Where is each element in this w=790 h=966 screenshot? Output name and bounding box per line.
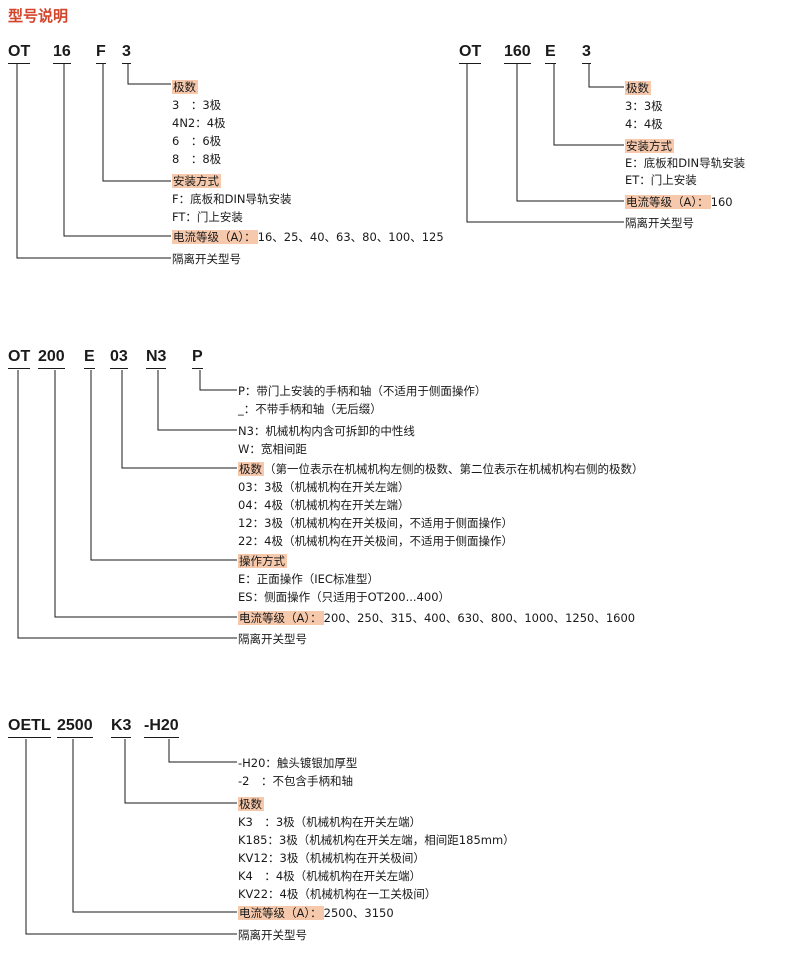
current-heading: 电流等级（A）： (625, 195, 711, 209)
mount-option: F：底板和DIN导轨安装 (172, 192, 292, 206)
mount-option: FT：门上安装 (172, 210, 243, 224)
poles-option: 3：3极 (625, 99, 663, 113)
current-values: 16、25、40、63、80、100、125 (257, 230, 444, 244)
poles-option: 4：4极 (625, 117, 663, 131)
poles-heading: 极数 (172, 80, 198, 94)
code-handle: P (192, 347, 203, 369)
code-poles: 3 (582, 42, 591, 64)
mount-heading: 安装方式 (172, 174, 221, 188)
switch-type-label: 隔离开关型号 (172, 252, 241, 266)
poles-option: 04：4极（机械机构在开关左端） (238, 498, 410, 512)
poles-option: K185：3极（机械机构在开关左端，相间距185mm） (238, 833, 515, 847)
poles-heading: 极数 (238, 462, 264, 476)
current-row: 电流等级（A）：160 (625, 195, 733, 209)
poles-option: K4 ：4极（机械机构在开关左端） (238, 869, 422, 883)
mount-option: ET：门上安装 (625, 173, 697, 187)
mount-heading: 安装方式 (625, 139, 674, 153)
handle-option: _：不带手柄和轴（无后缀） (238, 402, 382, 416)
switch-type-label: 隔离开关型号 (625, 216, 694, 230)
poles-option: 12：3极（机械机构在开关极间，不适用于侧面操作） (238, 516, 513, 530)
code-oetl: OETL (8, 716, 51, 738)
poles-option: 4N2：4极 (172, 116, 226, 130)
code-operation: E (84, 347, 95, 369)
neutral-option: W：宽相间距 (238, 442, 307, 456)
code-poles: K3 (111, 716, 132, 738)
operation-option: ES：侧面操作（只适用于OT200...400） (238, 590, 451, 604)
handle-option: P：带门上安装的手柄和轴（不适用于侧面操作） (238, 384, 487, 398)
current-heading: 电流等级（A）： (238, 906, 324, 920)
mount-option: E：底板和DIN导轨安装 (625, 156, 746, 170)
suffix-option: -H20：触头镀银加厚型 (238, 756, 358, 770)
poles-heading: 极数 (238, 797, 264, 811)
operation-heading: 操作方式 (238, 554, 287, 568)
current-heading: 电流等级（A）： (172, 230, 258, 244)
code-current: 160 (504, 42, 531, 64)
code-current: 16 (53, 42, 71, 64)
code-suffix: -H20 (144, 716, 179, 738)
poles-heading-row: 极数（第一位表示在机械机构左侧的极数、第二位表示在机械机构右侧的极数） (238, 462, 644, 476)
suffix-option: -2 ：不包含手柄和轴 (238, 774, 353, 788)
code-ot: OT (8, 42, 31, 64)
current-values: 2500、3150 (323, 906, 394, 920)
current-heading: 电流等级（A）： (238, 611, 324, 625)
poles-heading: 极数 (625, 81, 651, 95)
page-title: 型号说明 (8, 7, 69, 25)
poles-heading-note: （第一位表示在机械机构左侧的极数、第二位表示在机械机构右侧的极数） (264, 462, 644, 476)
code-poles: 03 (110, 347, 128, 369)
switch-type-label: 隔离开关型号 (238, 928, 307, 942)
code-poles: 3 (122, 42, 131, 64)
code-mount: F (96, 42, 106, 64)
current-row: 电流等级（A）：2500、3150 (238, 906, 394, 920)
code-current: 2500 (57, 716, 93, 738)
poles-option: 6 ：6极 (172, 134, 222, 148)
current-row: 电流等级（A）：16、25、40、63、80、100、125 (172, 230, 444, 244)
neutral-option: N3：机械机构内含可拆卸的中性线 (238, 424, 415, 438)
poles-option: 8 ：8极 (172, 152, 222, 166)
operation-option: E：正面操作（IEC标准型） (238, 572, 379, 586)
code-current: 200 (38, 347, 65, 369)
code-neutral: N3 (146, 347, 167, 369)
poles-option: 22：4极（机械机构在开关极间，不适用于侧面操作） (238, 534, 513, 548)
code-ot: OT (8, 347, 31, 369)
poles-option: 03：3极（机械机构在开关左端） (238, 480, 410, 494)
poles-option: KV12：3极（机械机构在开关极间） (238, 851, 425, 865)
code-ot: OT (459, 42, 482, 64)
current-row: 电流等级（A）：200、250、315、400、630、800、1000、125… (238, 611, 635, 625)
poles-option: 3 ：3极 (172, 98, 222, 112)
switch-type-label: 隔离开关型号 (238, 632, 307, 646)
code-mount: E (545, 42, 556, 64)
poles-option: K3 ：3极（机械机构在开关左端） (238, 815, 422, 829)
current-values: 160 (710, 195, 733, 209)
current-values: 200、250、315、400、630、800、1000、1250、1600 (323, 611, 636, 625)
poles-option: KV22：4极（机械机构在一工关极间） (238, 887, 437, 901)
